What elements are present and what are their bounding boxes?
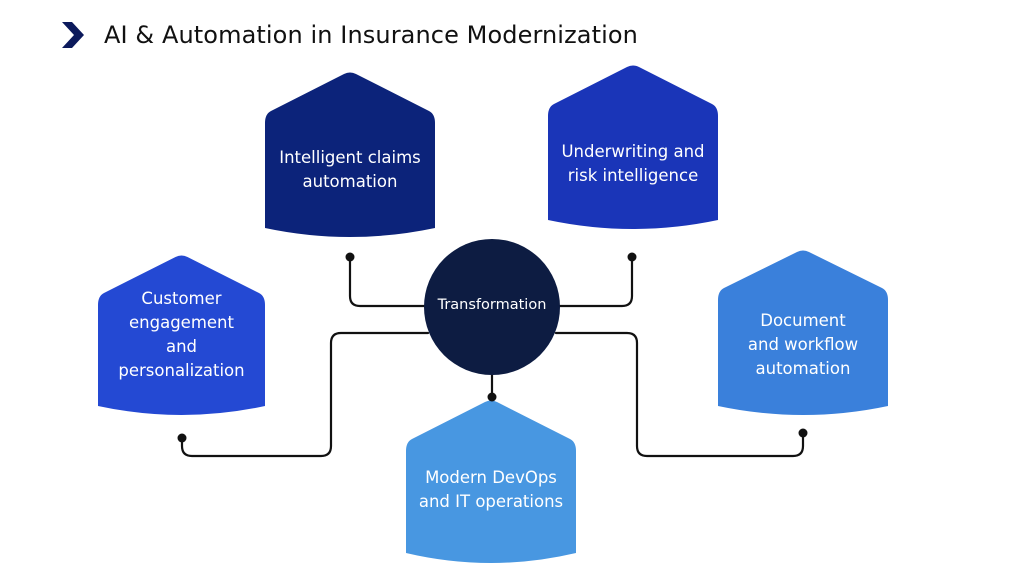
- chevron-right-icon: [62, 22, 84, 48]
- node-label-document: Document and workflow automation: [747, 311, 859, 378]
- hub-label: Transformation: [437, 297, 547, 313]
- connector-claims: [348, 255, 428, 308]
- node-label-devops: Modern DevOps and IT operations: [418, 468, 564, 511]
- node-label-underwriting: Underwriting and risk intelligence: [561, 142, 705, 185]
- node-shape-devops: [406, 400, 576, 563]
- hub-circle: [424, 239, 560, 375]
- connector-devops-endpoint-dot: [487, 392, 497, 402]
- node-shape-underwriting: [548, 65, 718, 229]
- connector-document: [554, 331, 805, 458]
- node-shape-customer: [98, 255, 265, 415]
- connector-customer: [180, 331, 430, 458]
- connector-customer-endpoint-dot: [177, 433, 187, 443]
- connector-underwriting: [556, 255, 634, 308]
- node-shape-document: [718, 250, 888, 415]
- page-title: AI & Automation in Insurance Modernizati…: [104, 21, 638, 49]
- node-label-claims: Intelligent claims automation: [279, 148, 421, 191]
- connector-claims-endpoint-dot: [345, 252, 355, 262]
- connector-document-endpoint-dot: [798, 428, 808, 438]
- node-shape-claims: [265, 72, 435, 237]
- connector-underwriting-endpoint-dot: [627, 252, 637, 262]
- node-label-customer: Customer engagement and personalization: [118, 289, 245, 380]
- header: AI & Automation in Insurance Modernizati…: [60, 18, 638, 52]
